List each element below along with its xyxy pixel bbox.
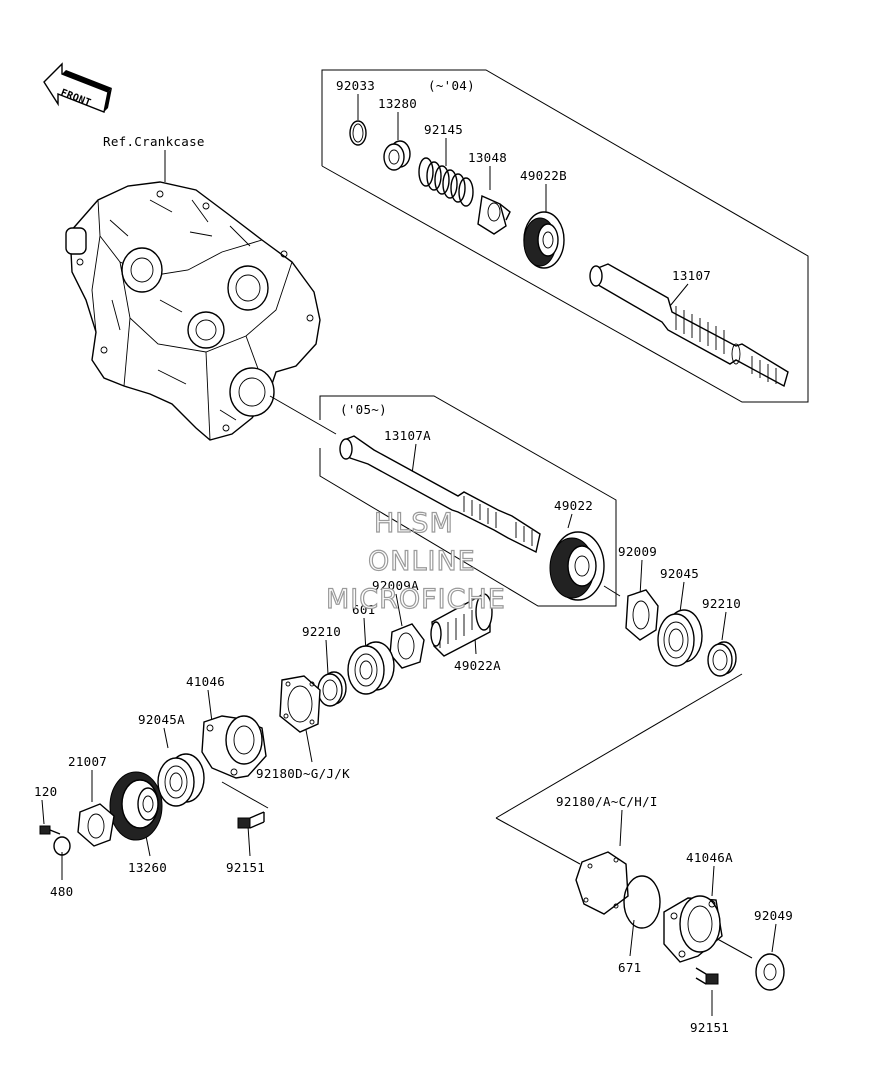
label-92151-right: 92151 bbox=[690, 1020, 729, 1035]
label-92049: 92049 bbox=[754, 908, 793, 923]
front-arrow-icon: FRONT bbox=[43, 62, 112, 113]
ref-crankcase-label: Ref.Crankcase bbox=[103, 134, 205, 149]
label-92009A: 92009A bbox=[372, 578, 419, 593]
housing-41046A bbox=[663, 895, 723, 963]
label-92045: 92045 bbox=[660, 566, 699, 581]
label-92210-right: 92210 bbox=[702, 596, 741, 611]
label-49022B: 49022B bbox=[520, 168, 567, 183]
label-middle-note: ('05~) bbox=[340, 402, 387, 417]
washer-92049 bbox=[755, 953, 785, 991]
label-92180DGJK: 92180D~G/J/K bbox=[256, 766, 350, 781]
label-13107: 13107 bbox=[672, 268, 711, 283]
bearing-601 bbox=[347, 641, 395, 695]
label-13107A: 13107A bbox=[384, 428, 431, 443]
ring-92009A bbox=[389, 623, 425, 669]
label-41046A: 41046A bbox=[686, 850, 733, 865]
pinion-49022A bbox=[430, 593, 493, 657]
label-92009: 92009 bbox=[618, 544, 657, 559]
circlip-480 bbox=[53, 836, 71, 856]
watermark-line-1: HLSM bbox=[374, 508, 454, 539]
gasket-92180DGJK bbox=[279, 675, 321, 733]
watermark: HLSM ONLINE MICROFICHE bbox=[325, 507, 506, 615]
cam-13048 bbox=[477, 194, 511, 235]
label-480: 480 bbox=[50, 884, 73, 899]
bolt-92151-left bbox=[237, 811, 265, 829]
shaft-13107 bbox=[589, 263, 789, 388]
label-671: 671 bbox=[618, 960, 641, 975]
label-13280: 13280 bbox=[378, 96, 417, 111]
ring-92009 bbox=[625, 589, 659, 641]
label-601: 601 bbox=[352, 602, 375, 617]
label-49022A: 49022A bbox=[454, 658, 501, 673]
bolt-120 bbox=[39, 825, 61, 835]
label-92151-left: 92151 bbox=[226, 860, 265, 875]
label-13260: 13260 bbox=[128, 860, 167, 875]
label-120: 120 bbox=[34, 784, 57, 799]
spring-92145 bbox=[418, 157, 474, 207]
gear-13260 bbox=[109, 771, 163, 841]
label-13048: 13048 bbox=[468, 150, 507, 165]
oring-671 bbox=[623, 875, 661, 929]
label-41046: 41046 bbox=[186, 674, 225, 689]
crankcase-illustration bbox=[65, 181, 321, 441]
gasket-92180ACHI bbox=[575, 851, 629, 915]
watermark-line-3: MICROFICHE bbox=[326, 584, 506, 615]
label-upper-note: (~'04) bbox=[428, 78, 475, 93]
watermark-line-2: ONLINE bbox=[368, 546, 476, 577]
label-92045A: 92045A bbox=[138, 712, 185, 727]
bolt-92151-right bbox=[695, 967, 719, 985]
gear-49022 bbox=[549, 531, 605, 601]
label-49022: 49022 bbox=[554, 498, 593, 513]
bearing-92045A bbox=[157, 753, 205, 807]
label-92145: 92145 bbox=[424, 122, 463, 137]
collar-13280 bbox=[383, 140, 411, 171]
bearing-92045 bbox=[657, 609, 703, 667]
label-92033: 92033 bbox=[336, 78, 375, 93]
seal-92210-left bbox=[317, 671, 347, 707]
label-92210-left: 92210 bbox=[302, 624, 341, 639]
seal-92210-right bbox=[707, 641, 737, 677]
shaft-13107A bbox=[339, 435, 541, 554]
housing-41046 bbox=[201, 715, 267, 779]
label-21007: 21007 bbox=[68, 754, 107, 769]
circlip-92033 bbox=[349, 120, 367, 146]
label-92180ACHI: 92180/A~C/H/I bbox=[556, 794, 658, 809]
gear-49022B bbox=[523, 211, 565, 269]
cover-21007 bbox=[77, 803, 115, 847]
